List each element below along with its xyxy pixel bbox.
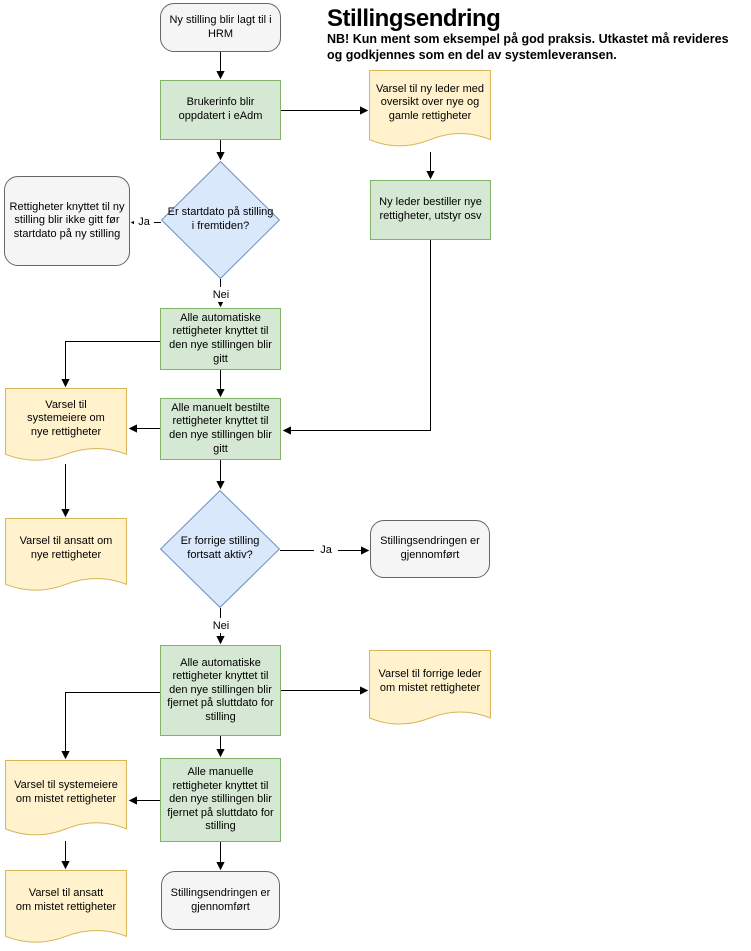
document-varsel-ansatt-nye[interactable]: Varsel til ansatt om nye rettigheter xyxy=(5,518,127,596)
edge-label-ja-2: Ja xyxy=(314,542,338,557)
note-rettigheter-ikke-gitt[interactable]: Rettigheter knyttet til ny stilling blir… xyxy=(4,176,130,266)
process-brukerinfo[interactable]: Brukerinfo blir oppdatert i eAdm xyxy=(160,80,281,140)
edge-label-nei-1: Nei xyxy=(207,287,235,302)
edge-bestiller-to-manuelt xyxy=(282,240,431,435)
node-label: Varsel til forrige leder om mistet retti… xyxy=(378,668,482,694)
node-label: Er forrige stilling fortsatt aktiv? xyxy=(180,535,260,561)
diamond-shape-icon xyxy=(160,490,280,608)
document-shape-icon xyxy=(5,388,127,466)
heading-block: Stillingsendring NB! Kun ment som eksemp… xyxy=(327,6,741,63)
page-subtitle: NB! Kun ment som eksempel på god praksis… xyxy=(327,32,729,62)
process-manuelt-bestilte-gitt[interactable]: Alle manuelt bestilte rettigheter knytte… xyxy=(160,398,281,460)
decision-startdato-fremtiden[interactable]: Er startdato på stilling i fremtiden? xyxy=(161,161,280,279)
node-label: Ny leder bestiller nye rettigheter, utst… xyxy=(379,196,482,222)
edge-label-ja-1: Ja xyxy=(134,214,154,229)
edge-auto-gitt-to-varsel-systemeiere xyxy=(61,341,160,388)
node-label: Alle automatiske rettigheter knyttet til… xyxy=(167,656,274,723)
document-varsel-systemeiere-nye[interactable]: Varsel til systemeiere om nye rettighete… xyxy=(5,388,127,466)
node-label: Stillingsendringen er gjennomført xyxy=(170,886,271,913)
document-shape-icon xyxy=(5,518,127,596)
decision-forrige-stilling-aktiv[interactable]: Er forrige stilling fortsatt aktiv? xyxy=(160,490,280,608)
node-label: Varsel til systemeiere om mistet rettigh… xyxy=(14,778,118,805)
terminal-gjennomfort-2[interactable]: Stillingsendringen er gjennomført xyxy=(161,871,280,930)
node-label: Varsel til systemeiere om nye rettighete… xyxy=(27,398,105,438)
node-label: Brukerinfo blir oppdatert i eAdm xyxy=(178,96,263,122)
document-varsel-ansatt-mistet[interactable]: Varsel til ansatt om mistet rettigheter xyxy=(5,870,127,948)
document-varsel-forrige-leder[interactable]: Varsel til forrige leder om mistet retti… xyxy=(369,650,491,730)
node-label: Varsel til ansatt om mistet rettigheter xyxy=(15,887,117,913)
document-shape-icon xyxy=(5,870,127,948)
node-label: Alle automatiske rettigheter knyttet til… xyxy=(169,311,272,365)
document-varsel-systemeiere-mistet[interactable]: Varsel til systemeiere om mistet rettigh… xyxy=(5,760,127,841)
node-label: Varsel til ansatt om nye rettigheter xyxy=(19,535,113,561)
document-shape-icon xyxy=(369,70,491,152)
node-label: Ny stilling blir lagt til i HRM xyxy=(169,13,272,40)
node-label: Er startdato på stilling i fremtiden? xyxy=(167,206,274,232)
process-manuelle-fjernet[interactable]: Alle manuelle rettigheter knyttet til de… xyxy=(160,758,281,842)
node-label: Varsel til ny leder med oversikt over ny… xyxy=(375,82,484,122)
start-node-hrm[interactable]: Ny stilling blir lagt til i HRM xyxy=(160,3,281,52)
document-shape-icon xyxy=(5,760,127,841)
edge-label-nei-2: Nei xyxy=(207,618,235,633)
document-shape-icon xyxy=(369,650,491,730)
terminal-gjennomfort-1[interactable]: Stillingsendringen er gjennomført xyxy=(370,520,490,578)
process-ny-leder-bestiller[interactable]: Ny leder bestiller nye rettigheter, utst… xyxy=(370,180,491,240)
process-auto-rettigheter-gitt[interactable]: Alle automatiske rettigheter knyttet til… xyxy=(160,308,281,370)
document-varsel-ny-leder[interactable]: Varsel til ny leder med oversikt over ny… xyxy=(369,70,491,152)
process-auto-rettigheter-fjernet[interactable]: Alle automatiske rettigheter knyttet til… xyxy=(160,645,281,736)
node-label: Alle manuelt bestilte rettigheter knytte… xyxy=(169,401,272,455)
page-title: Stillingsendring xyxy=(327,5,501,32)
edge-auto-fjernet-to-varsel-systemeiere2 xyxy=(61,692,160,760)
diamond-shape-icon xyxy=(161,161,280,279)
node-label: Alle manuelle rettigheter knyttet til de… xyxy=(167,766,274,833)
node-label: Stillingsendringen er gjennomført xyxy=(380,535,480,561)
node-label: Rettigheter knyttet til ny stilling blir… xyxy=(9,200,125,240)
